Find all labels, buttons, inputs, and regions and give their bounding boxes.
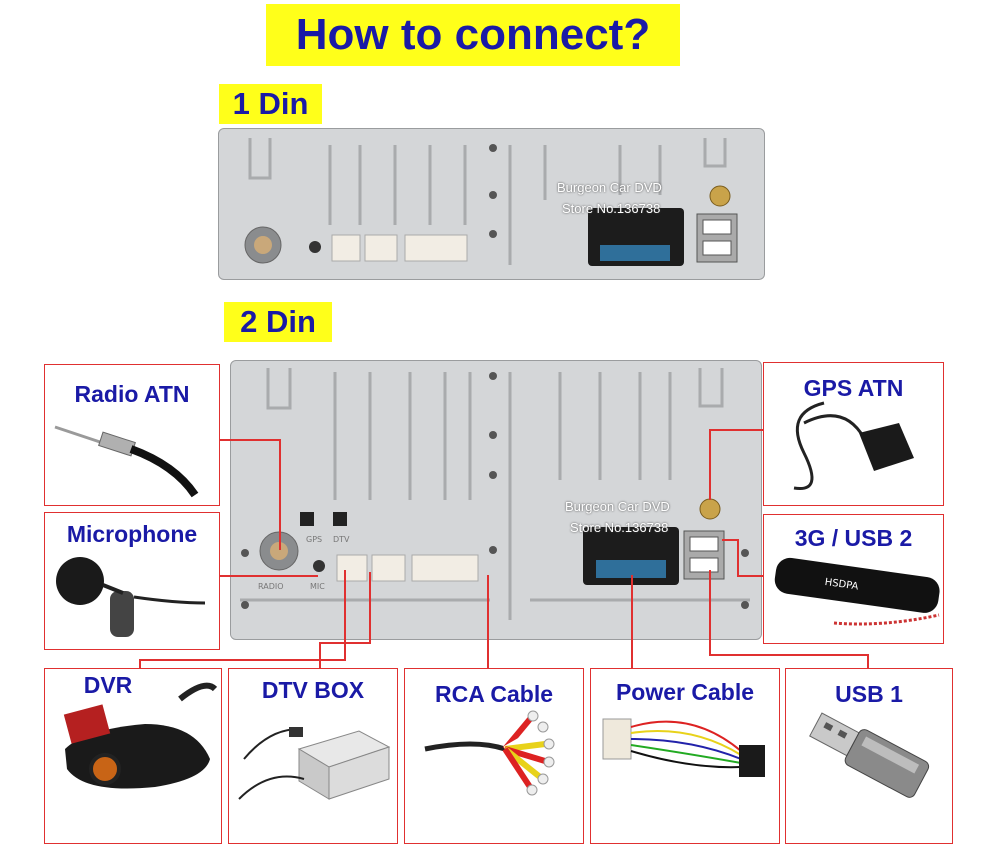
box-dtv-box: DTV BOX <box>228 668 398 844</box>
label-microphone: Microphone <box>66 521 198 547</box>
watermark-2din-line2: Store No.136738 <box>570 520 669 535</box>
dtv-box-icon <box>238 727 391 800</box>
label-dvr: DVR <box>83 672 133 698</box>
modem-label: HSDPA <box>824 577 859 593</box>
panel-label-dtv: DTV <box>333 535 350 544</box>
radio-antenna-icon <box>54 425 199 498</box>
3g-modem-icon: HSDPA <box>774 557 940 626</box>
usb-drive-icon <box>809 712 930 798</box>
label-gps-atn: GPS ATN <box>803 375 904 401</box>
box-power-cable: Power Cable <box>590 668 780 844</box>
label-radio-atn: Radio ATN <box>74 381 190 407</box>
dvr-camera-icon <box>63 682 218 789</box>
box-dvr: DVR <box>44 668 222 844</box>
microphone-icon <box>56 557 206 637</box>
panel-label-radio: RADIO <box>258 582 284 591</box>
watermark-1din-line1: Burgeon Car DVD <box>557 180 662 195</box>
box-gps-atn: GPS ATN <box>763 362 944 506</box>
power-cable-icon <box>602 718 765 777</box>
box-rca-cable: RCA Cable <box>404 668 584 844</box>
box-microphone: Microphone <box>44 512 220 650</box>
section-label-2din: 2 Din <box>224 302 332 342</box>
rca-cable-icon <box>424 710 555 796</box>
label-usb1: USB 1 <box>835 681 903 707</box>
panel-label-mic: MIC <box>310 582 325 591</box>
box-usb1: USB 1 <box>785 668 953 844</box>
watermark-2din-line1: Burgeon Car DVD <box>565 499 670 514</box>
label-power-cable: Power Cable <box>615 679 755 705</box>
label-3g-usb2: 3G / USB 2 <box>794 525 913 551</box>
page-title: How to connect? <box>266 4 680 66</box>
box-radio-atn: Radio ATN <box>44 364 220 506</box>
box-3g-usb2: 3G / USB 2 HSDPA <box>763 514 944 644</box>
section-label-1din: 1 Din <box>219 84 322 124</box>
watermark-1din-line2: Store No.136738 <box>562 201 661 216</box>
label-rca-cable: RCA Cable <box>435 681 553 707</box>
panel-label-gps: GPS <box>306 535 322 544</box>
gps-antenna-icon <box>793 401 914 491</box>
label-dtv-box: DTV BOX <box>261 677 365 703</box>
head-unit-2din-rear-panel <box>230 360 762 640</box>
